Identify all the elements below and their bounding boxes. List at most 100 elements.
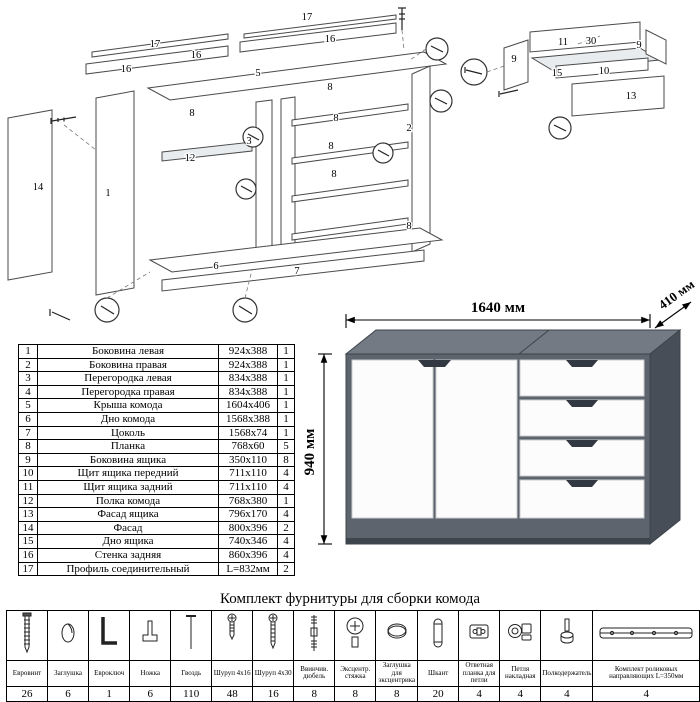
part-size-cell: 1568x388 xyxy=(218,411,278,427)
part-qty-cell: 4 xyxy=(277,507,295,522)
part-callout-8: 8 xyxy=(333,113,338,124)
part-name-cell: Планка xyxy=(37,439,219,454)
hardware-name-cell: Заглушка для эксцентрика xyxy=(375,660,419,687)
part-name-cell: Стенка задняя xyxy=(37,547,219,563)
screw-glyph xyxy=(238,305,253,315)
dresser-right-face xyxy=(649,328,681,546)
part-size-cell: 1604x406 xyxy=(218,398,278,413)
hardware-qty-cell: 4 xyxy=(458,685,501,702)
part-number-cell: 5 xyxy=(18,398,38,413)
part-qty-cell: 4 xyxy=(277,479,295,495)
hardware-name-cell: Шкант xyxy=(417,660,460,687)
part-name-cell: Цоколь xyxy=(37,425,219,441)
part-number-cell: 8 xyxy=(18,439,38,454)
plinth-panel xyxy=(161,249,425,292)
top-panel xyxy=(146,51,448,101)
door-handle-notch xyxy=(418,360,451,367)
hardware-name-cell: Шуруп 4x16 xyxy=(211,660,254,687)
drawer-front-4 xyxy=(519,479,645,519)
hardware-qty-cell: 8 xyxy=(375,685,419,702)
depth-dim-label: 410 мм xyxy=(656,282,698,312)
part-callout-6: 6 xyxy=(213,261,218,272)
shelf-support-icon xyxy=(540,610,594,661)
part-name-cell: Боковина левая xyxy=(37,344,219,359)
part-callout-10: 10 xyxy=(599,66,610,77)
hardware-name-cell: Ввинчив. дюбель xyxy=(293,660,336,687)
part-name-cell: Профиль соединительный xyxy=(37,561,219,577)
screw-glyph xyxy=(464,67,483,75)
screw-glyph xyxy=(50,116,77,124)
part-qty-cell: 1 xyxy=(277,371,295,386)
leader-line xyxy=(244,269,253,299)
foot-icon xyxy=(129,610,172,661)
drawer-rail xyxy=(291,103,409,127)
hardware-qty-cell: 8 xyxy=(293,685,336,702)
part-callout-13: 13 xyxy=(626,91,637,102)
hardware-name-cell: Эксцентр. стяжка xyxy=(334,660,377,687)
screw-glyph xyxy=(430,45,444,53)
hardware-qty-cell: 110 xyxy=(170,685,213,702)
profile-strip xyxy=(243,14,397,39)
wood-dowel-icon xyxy=(417,610,460,661)
screw-glyph xyxy=(498,89,519,97)
part-size-cell: 924x388 xyxy=(218,357,278,373)
hardware-qty-cell: 16 xyxy=(252,685,295,702)
part-qty-cell: 1 xyxy=(277,398,295,413)
part-size-cell: 834x388 xyxy=(218,384,278,400)
door-right xyxy=(435,359,518,519)
part-callout-15: 15 xyxy=(552,68,563,79)
leader-line xyxy=(106,271,151,299)
hardware-name-cell: Ответная планка для петли xyxy=(458,660,501,687)
part-size-cell: 800x396 xyxy=(218,520,278,536)
drawer-slide-icon xyxy=(592,610,700,661)
partition-panel-left xyxy=(255,99,273,255)
exploded-cabinet xyxy=(7,7,453,323)
hinge-plate-icon xyxy=(458,610,501,661)
part-callout-5: 5 xyxy=(255,68,260,79)
part-number-cell: 14 xyxy=(18,520,38,536)
leader-line xyxy=(486,65,505,73)
part-size-cell: 768x60 xyxy=(218,439,278,454)
screw-small-icon xyxy=(211,610,254,661)
hardware-kit-title: Комплект фурнитуры для сборки комода xyxy=(219,591,480,607)
drawer-detail-view xyxy=(460,21,667,140)
width-dim-label: 1640 мм xyxy=(471,300,525,316)
part-callout-8: 8 xyxy=(327,82,332,93)
hardware-name-cell: Шуруп 4x30 xyxy=(252,660,295,687)
hardware-qty-cell: 26 xyxy=(5,685,49,702)
part-number-cell: 2 xyxy=(18,357,38,373)
drawer-handle-notch xyxy=(566,360,598,367)
part-qty-cell: 4 xyxy=(277,534,295,549)
part-callout-8: 8 xyxy=(406,221,411,232)
part-number-cell: 12 xyxy=(18,493,38,509)
part-callout-9: 9 xyxy=(511,54,516,65)
drawer-back-panel xyxy=(529,21,641,53)
part-qty-cell: 1 xyxy=(277,344,295,359)
dresser-top-face xyxy=(344,329,682,355)
drawer-handle-notch xyxy=(566,400,598,407)
cap-icon xyxy=(47,610,90,661)
part-callout-12: 12 xyxy=(185,153,196,164)
drawer-side-panel xyxy=(645,29,667,65)
part-callout-3: 3 xyxy=(246,136,251,147)
confirmat-screw-icon xyxy=(5,610,49,661)
drawer-rail xyxy=(291,217,409,241)
door-left xyxy=(351,359,434,519)
left-side-panel xyxy=(95,90,135,296)
drawer-handle-notch xyxy=(566,440,598,447)
part-size-cell: 768x380 xyxy=(218,493,278,509)
part-qty-cell: 8 xyxy=(277,452,295,468)
part-size-cell: 740x346 xyxy=(218,534,278,549)
